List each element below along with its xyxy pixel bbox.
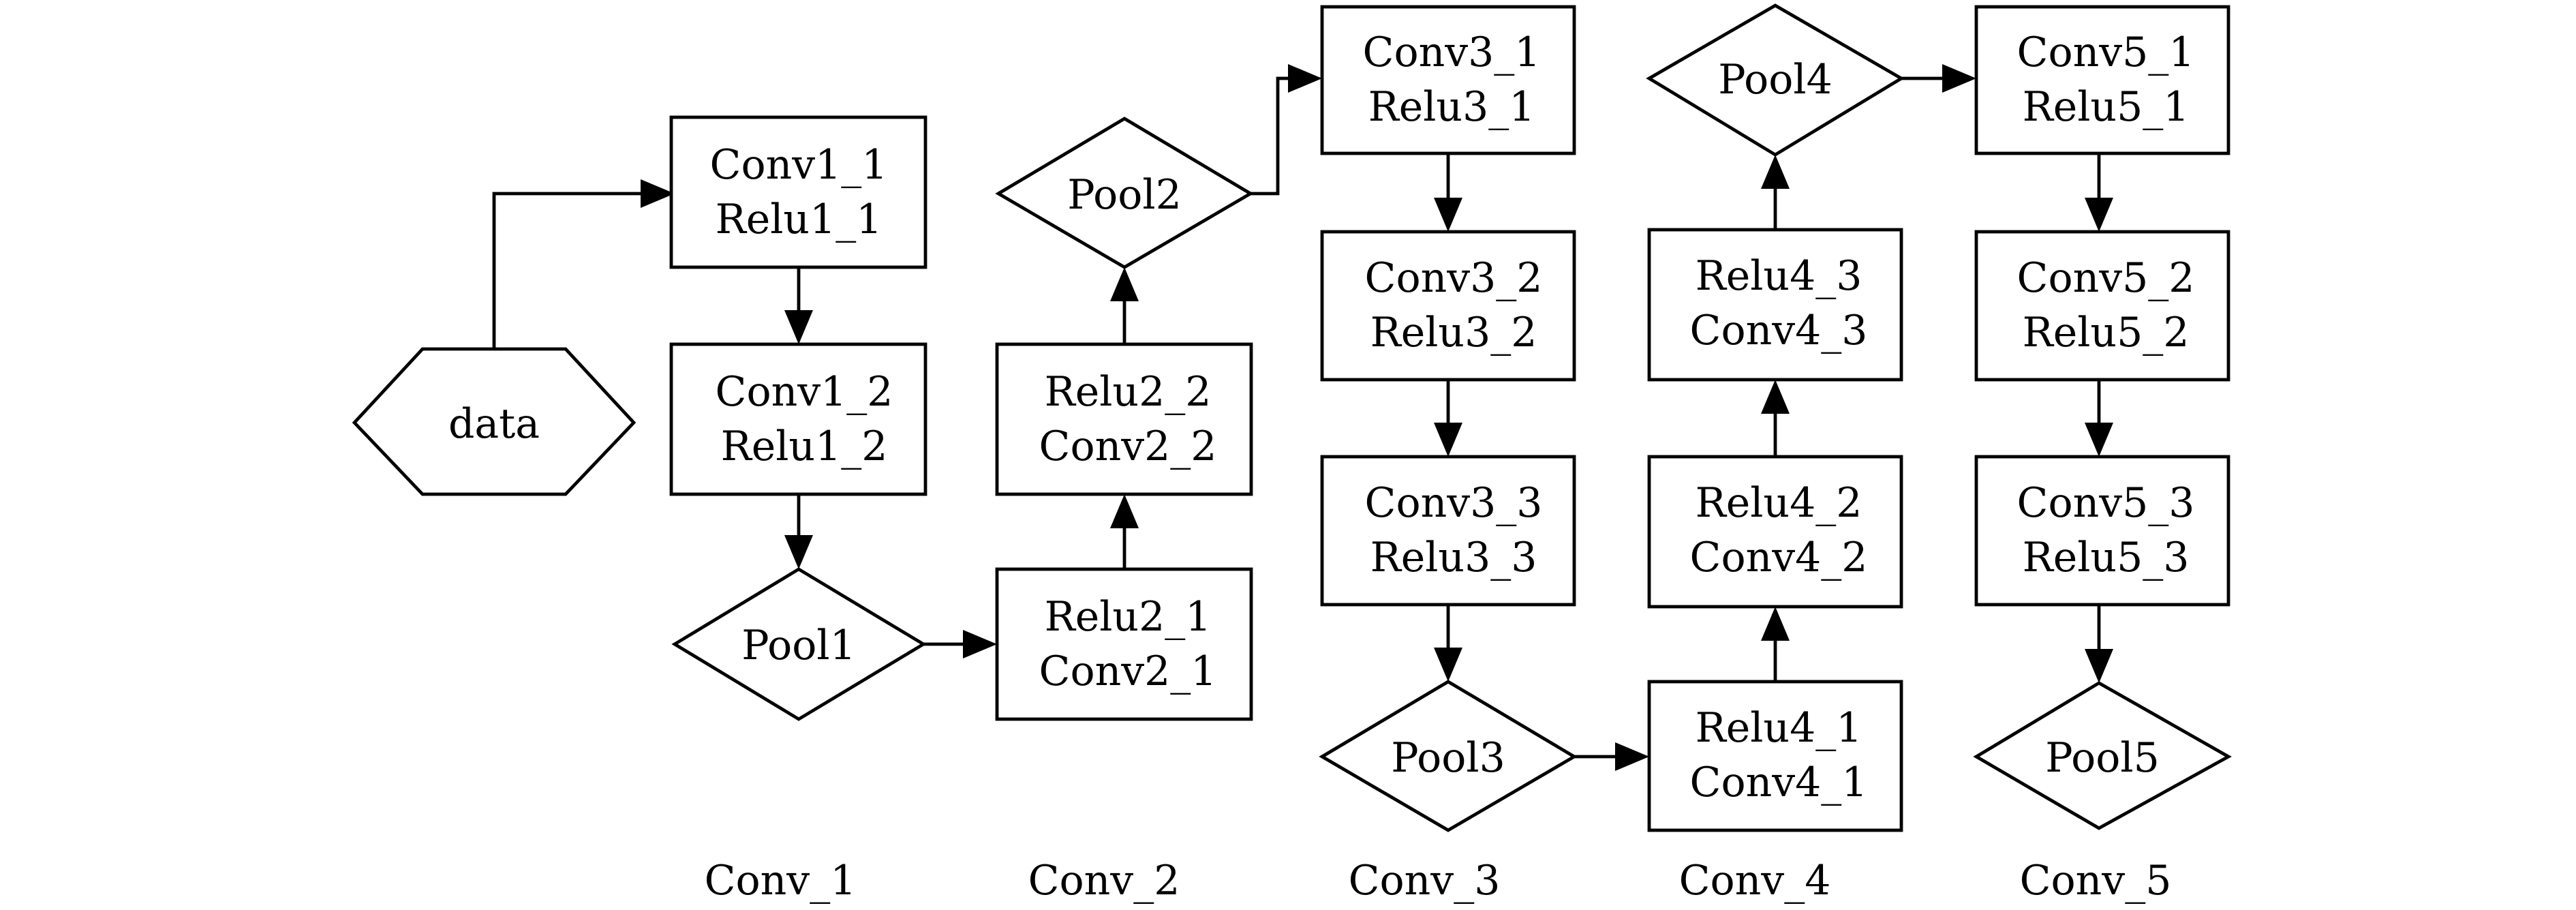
node-data: data [352, 347, 637, 496]
node-conv1_1: Conv1_1 Relu1_1 [669, 115, 927, 269]
node-conv4_3-line2: Conv4_3 [1690, 307, 1868, 354]
edge-conv1_1-to-conv1_2 [784, 267, 813, 344]
node-conv1_2: Conv1_2 Relu1_2 [669, 342, 927, 496]
node-conv3_2-line1: Conv3_2 [1365, 254, 1543, 302]
group-labels: Conv_1 Conv_2 Conv_3 Conv_4 Conv_5 [705, 857, 2172, 905]
node-pool2: Pool2 [995, 117, 1254, 269]
node-conv1_2-line1: Conv1_2 [716, 368, 893, 416]
node-pool5-label: Pool5 [2045, 734, 2160, 782]
group-label-conv_4: Conv_4 [1679, 857, 1831, 905]
edge-conv4_2-to-conv4_3 [1761, 380, 1790, 457]
node-conv5_1-line1: Conv5_1 [2017, 29, 2195, 76]
node-conv2_2-line2: Conv2_2 [1039, 423, 1217, 470]
edge-conv2_1-to-conv2_2 [1110, 494, 1139, 569]
node-pool3: Pool3 [1319, 680, 1578, 832]
node-pool4: Pool4 [1646, 3, 1905, 157]
node-conv5_2: Conv5_2 Relu5_2 [1974, 230, 2230, 382]
node-data-label: data [448, 400, 540, 448]
node-conv4_2-line1: Relu4_2 [1696, 479, 1862, 527]
node-conv3_3-line1: Conv3_3 [1365, 479, 1543, 527]
node-pool1: Pool1 [671, 567, 927, 721]
node-conv5_2-line1: Conv5_2 [2017, 254, 2195, 302]
edge-conv5_2-to-conv5_3 [2085, 380, 2113, 457]
edge-conv2_2-to-pool2 [1110, 267, 1139, 344]
edge-conv3_2-to-conv3_3 [1434, 380, 1462, 457]
node-conv2_1: Relu2_1 Conv2_1 [995, 567, 1253, 721]
edge-conv5_1-to-conv5_2 [2085, 153, 2113, 232]
node-conv1_2-line2: Relu1_2 [721, 423, 888, 470]
node-conv3_1: Conv3_1 Relu3_1 [1320, 5, 1576, 155]
node-conv4_1-line1: Relu4_1 [1696, 704, 1862, 752]
group-label-conv_2: Conv_2 [1028, 857, 1180, 905]
edge-conv5_3-to-pool5 [2085, 605, 2113, 683]
node-conv1_1-line2: Relu1_1 [716, 196, 883, 243]
node-pool1-label: Pool1 [741, 622, 856, 669]
node-conv4_1-line2: Conv4_1 [1690, 759, 1868, 806]
node-conv5_3-line1: Conv5_3 [2017, 479, 2195, 527]
node-conv3_2: Conv3_2 Relu3_2 [1320, 230, 1576, 382]
node-conv5_2-line2: Relu5_2 [2023, 309, 2190, 357]
edge-conv4_3-to-pool4 [1761, 155, 1790, 230]
edge-conv4_1-to-conv4_2 [1761, 607, 1790, 682]
node-pool4-label: Pool4 [1718, 56, 1833, 104]
group-label-conv_5: Conv_5 [2020, 857, 2172, 905]
node-conv3_1-line2: Relu3_1 [1368, 83, 1535, 131]
node-conv1_1-line1: Conv1_1 [710, 141, 888, 189]
node-conv3_3: Conv3_3 Relu3_3 [1320, 455, 1576, 607]
node-conv2_1-line1: Relu2_1 [1045, 593, 1212, 641]
node-conv5_1: Conv5_1 Relu5_1 [1974, 5, 2230, 155]
node-conv4_3-line1: Relu4_3 [1696, 252, 1862, 300]
node-conv2_1-line2: Conv2_1 [1039, 648, 1217, 695]
node-conv2_2: Relu2_2 Conv2_2 [995, 342, 1253, 496]
node-pool5: Pool5 [1973, 681, 2232, 830]
node-pool3-label: Pool3 [1391, 734, 1505, 782]
edge-data-to-conv1_1 [492, 179, 675, 349]
node-conv4_1: Relu4_1 Conv4_1 [1647, 680, 1903, 832]
connectors [492, 64, 2113, 771]
node-conv5_1-line2: Relu5_1 [2023, 83, 2190, 131]
edge-pool2-to-conv3_1 [1251, 64, 1322, 196]
node-conv5_3: Conv5_3 Relu5_3 [1974, 455, 2230, 607]
node-conv3_3-line2: Relu3_3 [1370, 534, 1537, 581]
node-pool2-label: Pool2 [1067, 171, 1182, 219]
node-conv3_2-line2: Relu3_2 [1370, 309, 1537, 357]
edge-pool1-to-conv2_1 [923, 630, 997, 658]
node-conv4_3: Relu4_3 Conv4_3 [1647, 228, 1903, 382]
node-conv4_2-line2: Conv4_2 [1690, 534, 1868, 581]
edge-pool3-to-conv4_1 [1574, 742, 1649, 771]
edge-conv3_1-to-conv3_2 [1434, 153, 1462, 232]
node-conv2_2-line1: Relu2_2 [1045, 368, 1212, 416]
node-conv4_2: Relu4_2 Conv4_2 [1647, 455, 1903, 609]
group-label-conv_1: Conv_1 [705, 857, 857, 905]
edge-conv1_2-to-pool1 [784, 494, 813, 569]
node-conv5_3-line2: Relu5_3 [2023, 534, 2190, 581]
node-conv3_1-line1: Conv3_1 [1363, 29, 1541, 76]
edge-conv3_3-to-pool3 [1434, 605, 1462, 682]
edge-pool4-to-conv5_1 [1901, 64, 1976, 93]
group-label-conv_3: Conv_3 [1349, 857, 1501, 905]
